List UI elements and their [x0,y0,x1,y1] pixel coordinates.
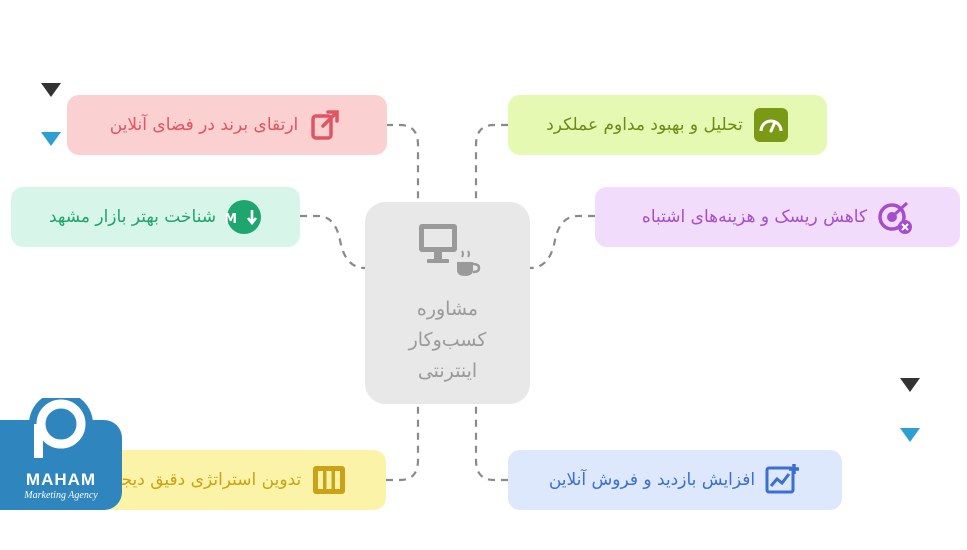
connector-sales [474,404,508,482]
maham-logo: MAHAM Marketing Agency [0,398,122,510]
connector-analysis [474,123,508,202]
gauge-icon [753,107,789,143]
computer-coffee-icon [415,220,481,284]
connector-strategy [386,404,420,482]
analytics-plus-icon [765,462,801,498]
logo-tagline: Marketing Agency [24,490,98,501]
logo-name: MAHAM [25,470,97,489]
markdown-icon: M [226,199,262,235]
triangle-marker [900,428,920,442]
connector-risk [529,214,595,270]
triangle-marker [41,83,61,97]
pillars-icon [311,462,347,498]
node-risk-label: کاهش ریسک و هزینه‌های اشتباه [641,207,868,227]
node-sales-label: افزایش بازدید و فروش آنلاین [548,470,756,490]
center-title-line-3: اینترنتی [417,359,478,382]
node-brand: ارتقای برند در فضای آنلاین [67,95,387,155]
triangle-marker [900,378,920,392]
center-title-line-2: کسب‌وکار [408,328,487,351]
node-risk: کاهش ریسک و هزینه‌های اشتباه [595,187,960,247]
svg-text:M: M [226,212,237,227]
external-link-icon [308,107,344,143]
node-market-label: شناخت بهتر بازار مشهد [48,207,217,227]
triangle-marker [41,132,61,146]
node-market: M شناخت بهتر بازار مشهد [11,187,300,247]
center-title-line-1: مشاوره [416,297,479,320]
connector-brand [386,123,420,202]
node-analysis-label: تحلیل و بهبود مداوم عملکرد [546,115,743,135]
node-strategy-label: تدوین استراتژی دقیق دیجیتال [93,470,302,490]
node-sales: افزایش بازدید و فروش آنلاین [508,450,842,510]
target-x-icon [877,199,913,235]
center-node: مشاوره کسب‌وکار اینترنتی [365,202,530,404]
node-analysis: تحلیل و بهبود مداوم عملکرد [508,95,827,155]
connector-market [300,214,366,270]
logo-mark-icon [29,398,93,458]
node-brand-label: ارتقای برند در فضای آنلاین [109,115,299,135]
